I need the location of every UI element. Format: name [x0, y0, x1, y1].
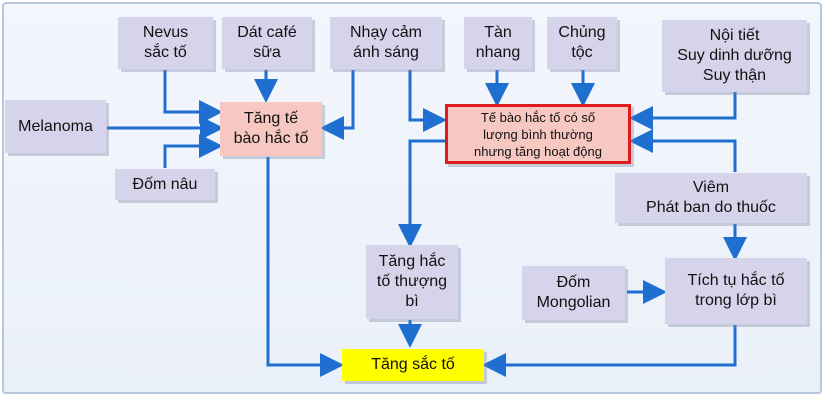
node-nevus: Nevus sắc tố [118, 17, 213, 69]
arrow-nhay-cam-left [320, 70, 355, 140]
node-melanoma: Melanoma [5, 100, 106, 153]
arrow-tang-te-bao-down [266, 157, 344, 377]
node-te-bao-hac-to-hoat-dong: Tế bào hắc tố có số lượng bình thường nh… [445, 104, 631, 164]
node-viem-phat-ban: Viêm Phát ban do thuốc [615, 173, 807, 223]
node-tang-hac-to-thuong-bi: Tăng hắc tố thượng bì [366, 245, 458, 319]
arrow-viem-up [629, 129, 737, 172]
node-tich-tu-hac-to: Tích tụ hắc tố trong lớp bì [665, 258, 807, 324]
arrow-nevus [163, 70, 223, 124]
arrow-dom-nau [163, 134, 223, 168]
node-tan-nhang: Tàn nhang [464, 17, 532, 69]
node-nhay-cam-anh-sang: Nhạy cảm ánh sáng [330, 17, 442, 69]
node-tang-sac-to: Tăng sắc tố [342, 349, 484, 381]
node-tang-te-bao-hac-to: Tăng tế bào hắc tố [220, 102, 322, 156]
arrow-nhay-cam-right [408, 70, 447, 132]
arrow-tich-tu [482, 325, 737, 377]
arrow-noi-tiet [629, 92, 737, 130]
node-dom-nau: Đốm nâu [115, 169, 215, 200]
node-chung-toc: Chủng tộc [547, 17, 617, 69]
node-dat-cafe: Dát café sữa [222, 17, 312, 69]
node-noi-tiet: Nội tiết Suy dinh dưỡng Suy thận [662, 20, 807, 92]
arrow-te-bao-down [398, 139, 445, 248]
node-dom-mongolian: Đốm Mongolian [522, 266, 625, 320]
